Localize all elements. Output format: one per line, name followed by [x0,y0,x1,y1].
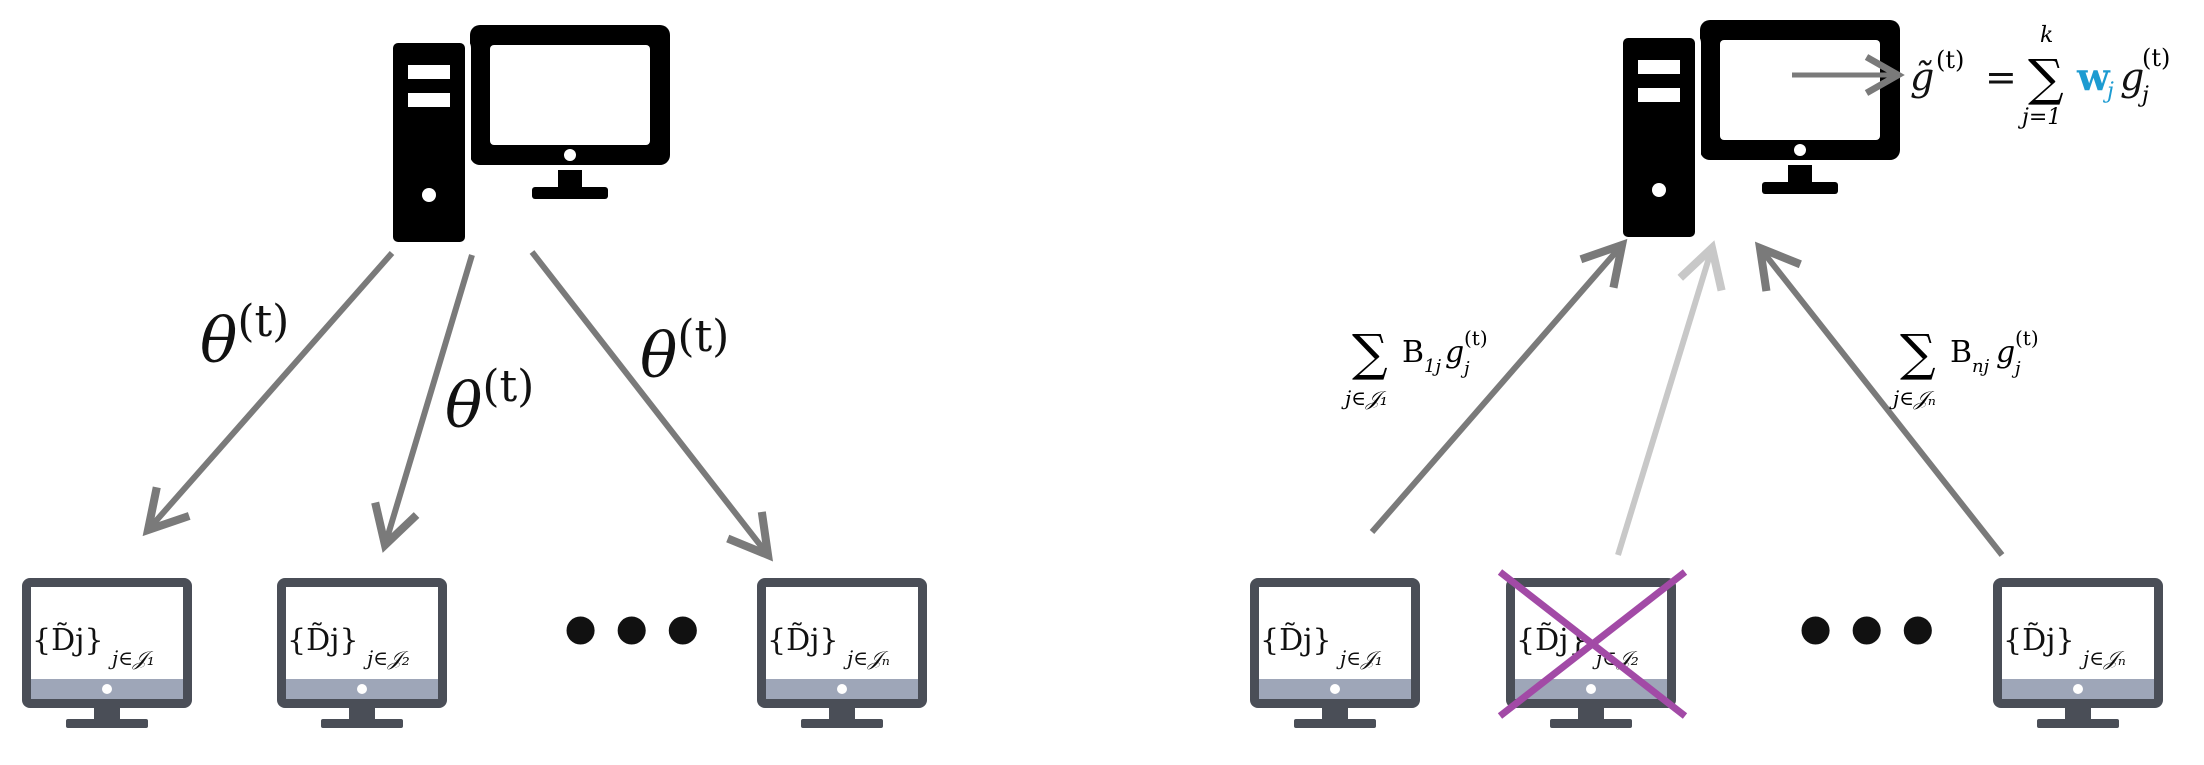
clients-ellipsis: ••• [555,585,708,679]
server-icon [390,25,670,245]
svg-text:g: g [2120,55,2144,99]
aggregation-formula: g̃ (t) = ∑ k j=1 w j g j (t) [1910,23,2170,130]
client-set-label: {D̃j} [767,623,839,658]
upload-label-1: ∑ j∈𝒥₁ B 1j g j (t) [1341,324,1488,410]
svg-text:g: g [1445,335,1464,370]
upload-arrow-1 [1369,238,1628,534]
theta-label-2: θ(t) [445,361,534,442]
client-1: {D̃j} j∈𝒥₁ [1250,578,1420,728]
client-set-subscript: j∈𝒥₁ [1336,646,1383,670]
clients-ellipsis: ••• [1790,585,1943,679]
client-set-label: {D̃j} [2003,623,2075,658]
svg-text:(t): (t) [2015,326,2039,350]
svg-text:j∈𝒥₁: j∈𝒥₁ [1341,386,1388,410]
svg-text:j: j [1460,358,1470,379]
client-1: {D̃j} j∈𝒥₁ [22,578,192,728]
cross-icon [1497,569,1688,719]
upload-label-3: ∑ j∈𝒥ₙ B nj g j (t) [1889,324,2039,410]
server-icon [1620,20,1900,240]
client-2-dropped: {D̃j} j∈𝒥₂ [1497,569,1688,728]
svg-text:B: B [1402,335,1424,370]
client-set-label: {D̃j} [32,623,104,658]
client-2: {D̃j} j∈𝒥₂ [277,578,447,728]
client-set-subscript: j∈𝒥₁ [108,646,155,670]
client-3: {D̃j} j∈𝒥ₙ [1993,578,2163,728]
theta-label-3: θ(t) [640,311,729,392]
svg-text:(t): (t) [2142,44,2170,72]
client-set-label: {D̃j} [287,623,359,658]
client-set-subscript: j∈𝒥₂ [363,646,410,670]
svg-text:j=1: j=1 [2017,105,2061,130]
left-panel: θ(t) θ(t) θ(t) {D̃j} j∈𝒥₁ {D̃j} j∈𝒥₂ •••… [22,25,927,728]
svg-text:j: j [2011,358,2021,379]
svg-text:=: = [1985,55,2017,99]
broadcast-arrow-2 [371,254,475,553]
client-set-subscript: j∈𝒥ₙ [843,646,890,670]
client-set-label: {D̃j} [1260,623,1332,658]
svg-text:∑: ∑ [1352,324,1388,382]
theta-label-1: θ(t) [200,296,289,377]
svg-text:w: w [2076,54,2111,99]
svg-text:B: B [1950,335,1972,370]
client-3: {D̃j} j∈𝒥ₙ [757,578,927,728]
svg-text:1j: 1j [1424,356,1441,377]
sum-symbol: ∑ [2028,49,2064,107]
right-panel: g̃ (t) = ∑ k j=1 w j g j (t) ∑ j∈𝒥₁ B 1j… [1250,20,2170,728]
svg-text:j∈𝒥ₙ: j∈𝒥ₙ [1889,386,1936,410]
broadcast-arrow-1 [142,251,395,537]
svg-text:g: g [1996,335,2015,370]
svg-text:g̃: g̃ [1910,55,1934,99]
broadcast-arrow-3 [529,250,774,562]
upload-arrow-2-dropped [1615,240,1726,556]
svg-text:k: k [2040,23,2053,48]
upload-arrow-3 [1754,241,2005,557]
svg-text:∑: ∑ [1900,324,1936,382]
svg-text:nj: nj [1972,356,1990,377]
svg-text:(t): (t) [1936,46,1964,74]
svg-text:(t): (t) [1464,326,1488,350]
client-set-subscript: j∈𝒥ₙ [2079,646,2126,670]
